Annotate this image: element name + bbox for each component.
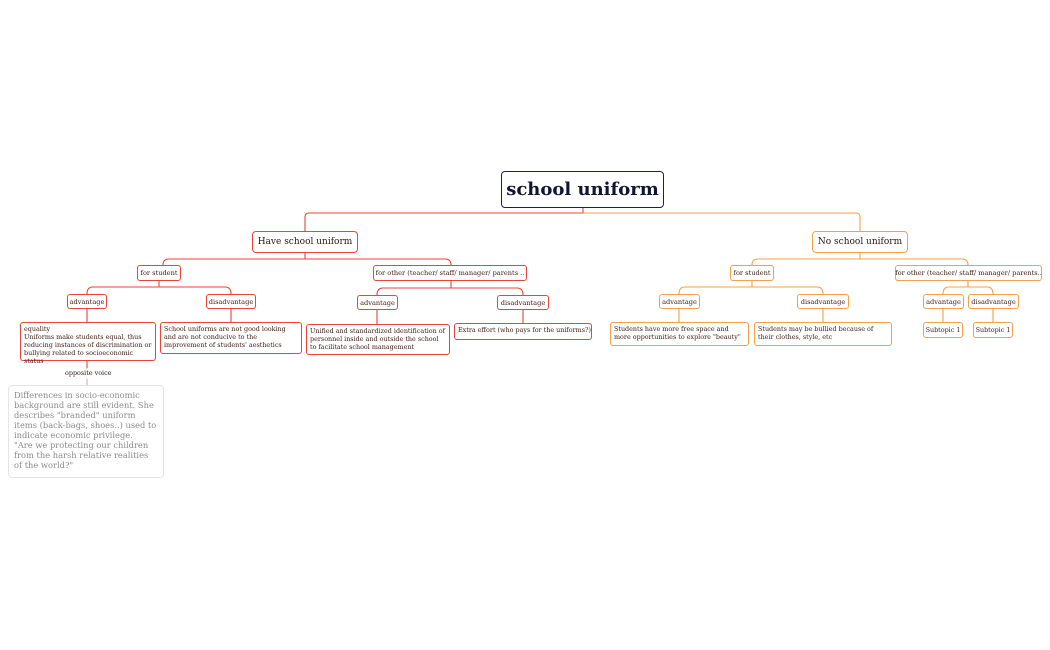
topic-no-for-student[interactable]: for student <box>730 265 774 281</box>
root-topic[interactable]: school uniform <box>501 171 664 208</box>
topic-no-other-advantage-text[interactable]: Subtopic 1 <box>923 322 963 338</box>
topic-have-other-advantage-text[interactable]: Unified and standardized identification … <box>306 324 450 355</box>
topic-no-student-advantage[interactable]: advantage <box>659 294 700 309</box>
connector-root-no <box>582 212 861 232</box>
topic-have-other-disadvantage-text[interactable]: Extra effort (who pays for the uniforms?… <box>454 323 592 340</box>
topic-have-other-advantage[interactable]: advantage <box>357 295 398 310</box>
connector-have-children <box>162 251 452 266</box>
topic-have-student-advantage[interactable]: advantage <box>67 294 107 309</box>
connector-no-student-children <box>678 280 824 295</box>
connector-root-have <box>304 206 584 232</box>
topic-no-for-other[interactable]: for other (teacher/ staff/ manager/ pare… <box>895 265 1042 281</box>
topic-no-student-disadvantage-text[interactable]: Students may be bullied because of their… <box>754 322 892 346</box>
connector-have-student-children <box>86 280 232 295</box>
connector-no-children <box>751 251 969 266</box>
topic-have-student-disadvantage-text[interactable]: School uniforms are not good looking and… <box>160 322 302 354</box>
topic-have-other-disadvantage[interactable]: disadvantage <box>497 295 549 310</box>
topic-have-student-advantage-text[interactable]: equality Uniforms make students equal, t… <box>20 322 156 365</box>
topic-no-other-advantage[interactable]: advantage <box>923 294 964 309</box>
topic-no-student-disadvantage[interactable]: disadvantage <box>797 294 849 309</box>
opposite-voice-note[interactable]: Differences in socio-economic background… <box>8 385 164 478</box>
connector-no-other-children <box>942 280 994 295</box>
topic-no-other-disadvantage-text[interactable]: Subtopic 1 <box>973 322 1013 338</box>
topic-no-other-disadvantage[interactable]: disadvantage <box>968 294 1019 309</box>
topic-have-school-uniform[interactable]: Have school uniform <box>252 231 358 253</box>
topic-no-school-uniform[interactable]: No school uniform <box>812 231 908 253</box>
topic-have-for-student[interactable]: for student <box>137 265 181 281</box>
topic-have-for-other[interactable]: for other (teacher/ staff/ manager/ pare… <box>373 265 527 281</box>
connector-have-other-children <box>376 280 524 296</box>
opposite-voice-label[interactable]: opposite voice <box>65 369 112 377</box>
topic-no-student-advantage-text[interactable]: Students have more free space and more o… <box>610 322 749 346</box>
topic-have-student-disadvantage[interactable]: disadvantage <box>206 294 256 309</box>
